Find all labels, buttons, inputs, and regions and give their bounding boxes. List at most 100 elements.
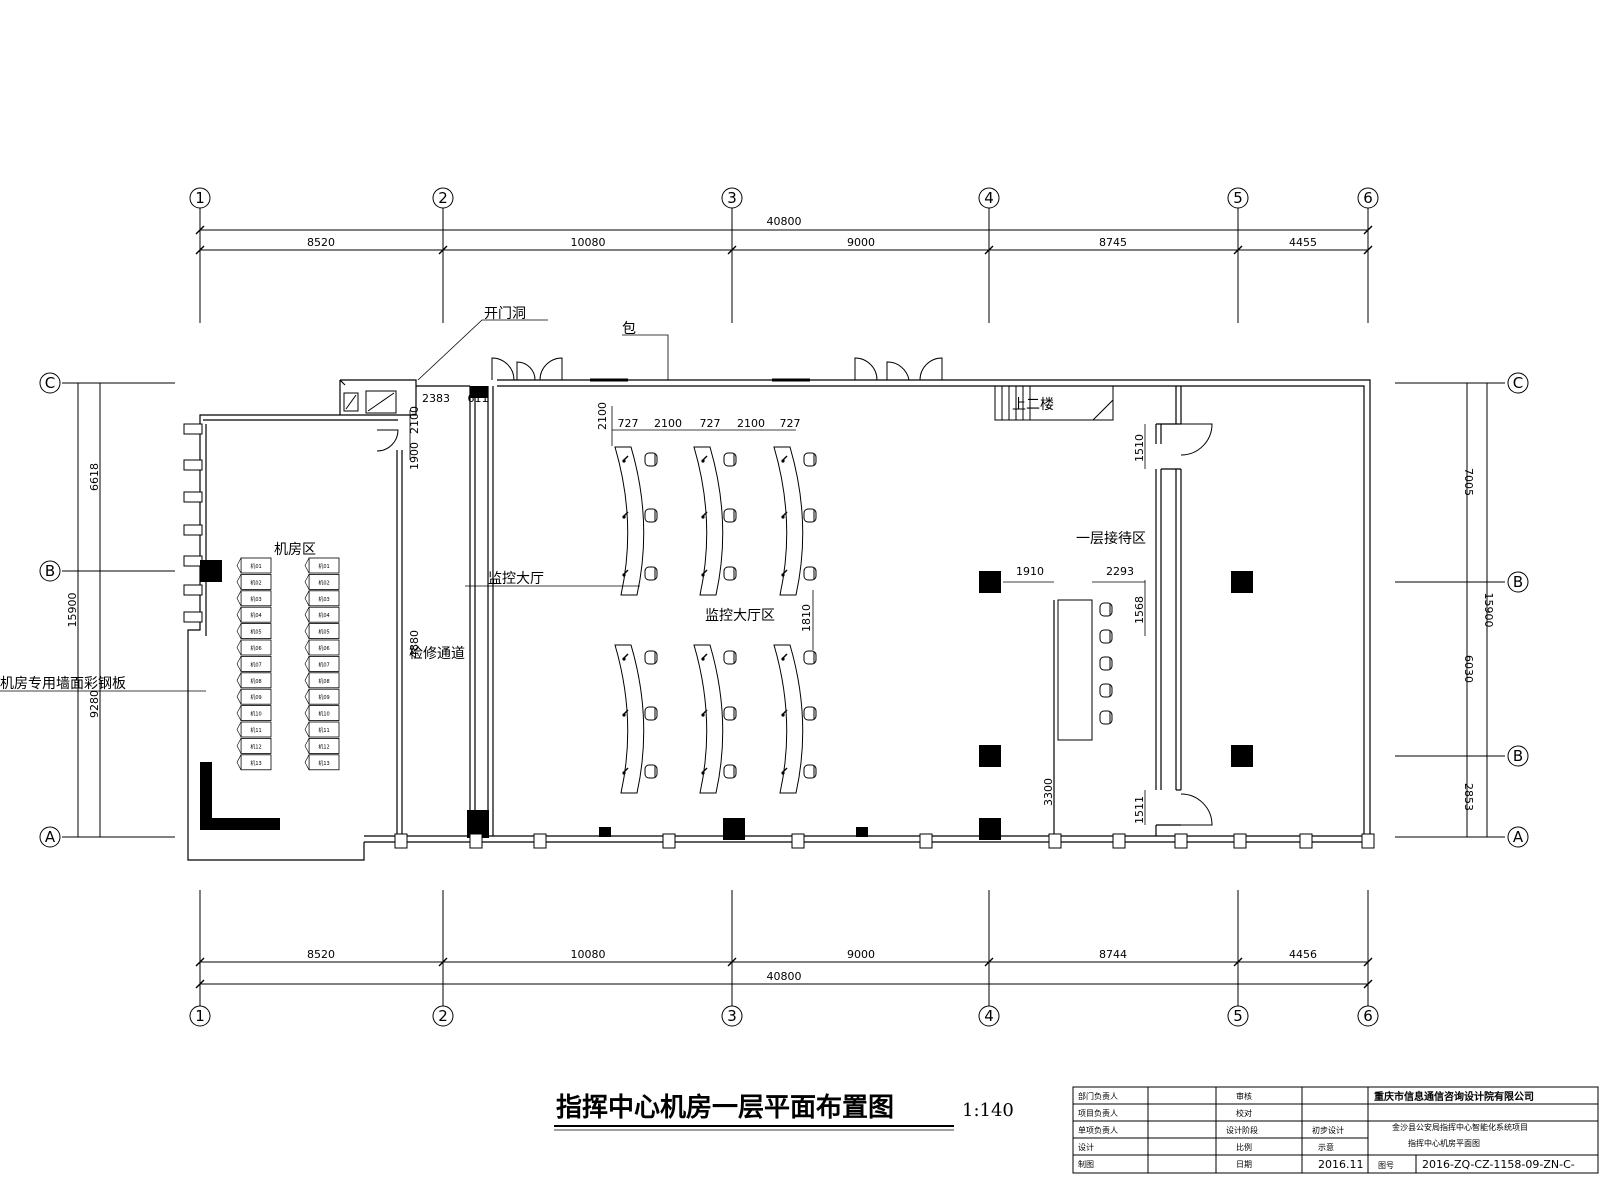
server-rack-door [236,623,242,639]
chair [723,706,737,721]
phone [701,459,705,463]
structural-columns [200,386,1253,840]
tb-role-5: 制图 [1078,1159,1094,1169]
monitor-desk [614,446,645,596]
tb-drawing-no-label: 图号 [1378,1161,1394,1170]
server-rack-label: 机03 [318,596,329,603]
reception-chair [1099,629,1113,644]
drawing-title: 指挥中心机房一层平面布置图 [556,1093,894,1123]
chair [644,508,658,523]
chair [803,764,817,779]
dim-bottom-seg-4: 8744 [1099,948,1127,961]
dim-reception-1910: 1910 [1016,565,1044,578]
left-wall-columns [183,423,203,623]
tb-company: 重庆市信息通信咨询设计院有限公司 [1374,1090,1534,1103]
dim-right-total: 15900 [1482,593,1495,628]
dim-desk-2100-b: 2100 [737,417,765,430]
tb-mid-2: 校对 [1236,1108,1252,1118]
leader-lines [0,319,669,692]
grid-label-top-6: 6 [1363,189,1373,207]
dim-desk-727-b: 727 [700,417,721,430]
server-rack-label: 机12 [250,743,261,750]
tb-project-line-1: 金沙县公安局指挥中心智能化系统项目 [1392,1122,1528,1132]
dim-desk-727-c: 727 [780,417,801,430]
server-rack-label: 机13 [250,760,261,767]
dim-corridor-4880: 4880 [408,630,421,658]
phone [781,459,785,463]
server-rack-label: 机09 [250,694,261,701]
server-rack-label: 机09 [318,694,329,701]
grid-label-top-4: 4 [984,189,994,207]
entrance-doors [376,357,1213,826]
server-rack-door [304,623,310,639]
dimension-lines [77,229,1488,985]
chair [723,452,737,467]
drawing-scale: 1:140 [962,1100,1014,1121]
server-rack-door [236,721,242,738]
grid-label-bottom-2: 2 [438,1007,448,1025]
server-rack-label: 机11 [250,727,261,734]
server-rack-door [304,607,310,623]
tb-scale-value: 示意 [1318,1142,1334,1152]
chair [723,764,737,779]
tb-mid-1: 审核 [1236,1091,1252,1101]
dim-door-1510: 1510 [1133,434,1146,462]
server-racks: 机01机02机03机04机05机06机07机08机09机10机11机12机13机… [236,557,340,771]
dim-left-seg-1: 6618 [88,463,101,491]
phone [701,771,705,775]
grid-label-left-B: B [45,562,55,580]
server-rack-label: 机13 [318,760,329,767]
label-wall-wrap: 包 [622,321,636,337]
phone [622,459,626,463]
server-rack-door [236,607,242,623]
server-rack-door [236,754,242,770]
tb-role-3: 单项负责人 [1078,1125,1118,1135]
tb-role-1: 部门负责人 [1078,1091,1118,1101]
server-rack-door [236,590,242,606]
server-rack-door [304,705,310,721]
server-rack-label: 机08 [250,678,261,685]
server-rack-label: 机04 [318,612,329,619]
server-rack-label: 机02 [318,579,329,586]
stairs [994,385,1114,421]
chair [723,508,737,523]
chair [803,650,817,665]
dim-reception-3300: 3300 [1042,778,1055,806]
server-rack-door [304,754,310,770]
chair [644,566,658,581]
server-rack-label: 机08 [318,678,329,685]
dim-bottom-seg-5: 4456 [1289,948,1317,961]
chair [644,452,658,467]
phone [622,573,626,577]
chair [644,706,658,721]
server-rack-label: 机12 [318,743,329,750]
server-rack-door [304,672,310,688]
tb-date: 2016.11 [1318,1158,1364,1171]
dim-corridor-1900: 1900 [408,442,421,470]
server-rack-door [304,590,310,606]
dim-top-seg-1: 8520 [307,236,335,249]
grid-label-bottom-4: 4 [984,1007,994,1025]
phone [622,771,626,775]
reception-chair [1099,602,1113,617]
grid-label-right-B2: B [1513,747,1523,765]
server-rack-door [304,689,310,705]
workstations [614,446,1113,794]
dim-reception-2293: 2293 [1106,565,1134,578]
server-rack-label: 机11 [318,727,329,734]
dim-corridor-2100: 2100 [408,406,421,434]
phone [622,713,626,717]
dim-corridor-2383: 2383 [422,392,450,405]
dim-left-total: 15900 [66,593,79,628]
server-rack-door [304,557,310,574]
dim-right-seg-1: 7005 [1462,468,1475,496]
server-rack-label: 机10 [318,711,329,718]
dim-top-seg-3: 9000 [847,236,875,249]
label-door-opening: 开门洞 [484,306,526,322]
server-rack-door [304,639,310,656]
reception-chair [1099,710,1113,725]
server-rack-door [236,705,242,721]
reception-desk [1057,599,1093,741]
dim-right-seg-3: 2853 [1462,783,1475,811]
grid-label-right-B1: B [1513,573,1523,591]
